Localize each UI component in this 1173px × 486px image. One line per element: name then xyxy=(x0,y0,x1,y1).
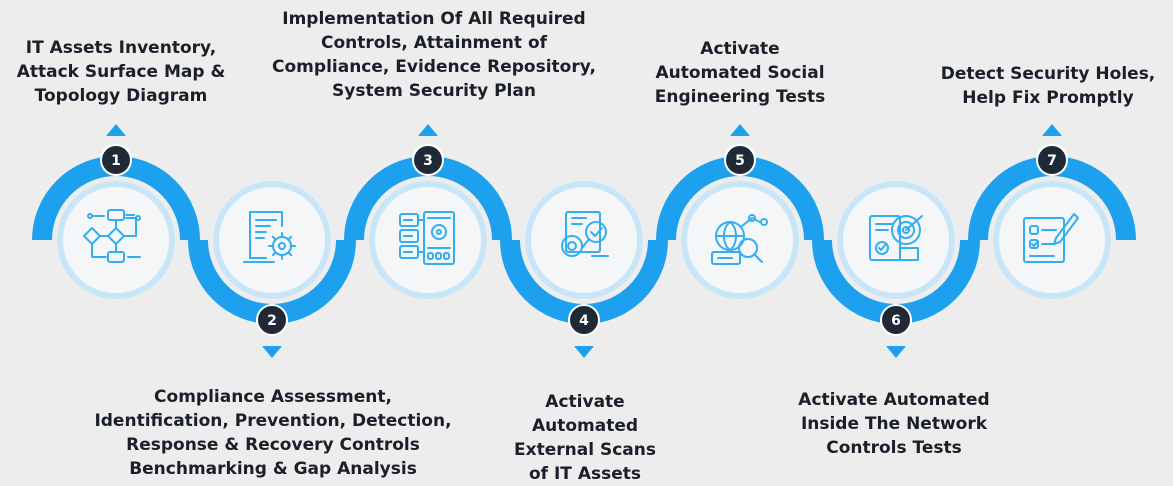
step-disc xyxy=(687,187,793,293)
step-number: 3 xyxy=(423,153,433,169)
step-disc xyxy=(999,187,1105,293)
report-target-icon xyxy=(869,215,923,261)
caption-line: Help Fix Promptly xyxy=(962,88,1134,108)
caption-line: Implementation Of All Required xyxy=(282,9,586,29)
step-number: 2 xyxy=(267,313,277,329)
pointer-triangle xyxy=(418,124,438,136)
document-gear-icon xyxy=(243,211,296,263)
caption-line: External Scans xyxy=(514,440,656,460)
pointer-triangle xyxy=(730,124,750,136)
step-badge xyxy=(568,304,600,336)
caption-step-2: Compliance Assessment, Identification, P… xyxy=(93,385,453,481)
step-rings xyxy=(32,156,1136,324)
caption-line: Benchmarking & Gap Analysis xyxy=(129,459,417,479)
step-badge xyxy=(412,144,444,176)
step-number: 6 xyxy=(891,313,901,329)
step-badge xyxy=(724,144,756,176)
caption-line: Attack Surface Map & xyxy=(16,62,226,82)
caption-line: Activate xyxy=(700,39,780,59)
caption-step-4: Activate Automated External Scans of IT … xyxy=(500,390,670,486)
step-number: 5 xyxy=(735,153,745,169)
scan-gear-magnifier-icon xyxy=(561,211,609,257)
step-number: 7 xyxy=(1047,153,1057,169)
pointer-triangle xyxy=(886,346,906,358)
pointer-triangle xyxy=(106,124,126,136)
caption-line: Activate xyxy=(545,392,625,412)
flowchart-icon xyxy=(83,209,141,263)
step-number: 4 xyxy=(579,313,589,329)
caption-line: Automated xyxy=(531,416,639,436)
step-number: 1 xyxy=(111,153,121,169)
caption-line: Controls Tests xyxy=(826,438,962,458)
network-globe-search-icon xyxy=(711,214,768,265)
caption-step-7: Detect Security Holes, Help Fix Promptly xyxy=(930,62,1166,110)
pointer-triangle xyxy=(1042,124,1062,136)
caption-line: Compliance, Evidence Repository, xyxy=(272,57,596,77)
caption-line: Inside The Network xyxy=(800,414,988,434)
step-badge xyxy=(1036,144,1068,176)
step-disc xyxy=(375,187,481,293)
caption-line: Identification, Prevention, Detection, xyxy=(94,411,452,431)
step-badge xyxy=(880,304,912,336)
caption-line: of IT Assets xyxy=(528,464,641,484)
step-icons xyxy=(83,209,1079,265)
caption-step-6: Activate Automated Inside The Network Co… xyxy=(776,388,1012,460)
checklist-pencil-icon xyxy=(1023,213,1079,263)
pointer-triangle xyxy=(262,346,282,358)
step-markers: 1 2 3 4 5 6 7 xyxy=(100,124,1068,358)
caption-step-5: Activate Automated Social Engineering Te… xyxy=(650,37,830,109)
step-disc xyxy=(219,187,325,293)
caption-line: Controls, Attainment of xyxy=(320,33,548,53)
caption-step-3: Implementation Of All Required Controls,… xyxy=(266,7,602,103)
caption-line: Detect Security Holes, xyxy=(940,64,1156,84)
caption-step-1: IT Assets Inventory, Attack Surface Map … xyxy=(11,36,231,108)
server-controls-icon xyxy=(399,211,455,265)
step-disc xyxy=(63,187,169,293)
caption-line: Topology Diagram xyxy=(34,86,208,106)
caption-line: Compliance Assessment, xyxy=(154,387,392,407)
caption-line: Response & Recovery Controls xyxy=(126,435,420,455)
caption-line: Automated Social xyxy=(655,63,825,83)
step-badge xyxy=(256,304,288,336)
step-badge xyxy=(100,144,132,176)
caption-line: System Security Plan xyxy=(332,81,536,101)
step-disc xyxy=(531,187,637,293)
caption-line: Activate Automated xyxy=(798,390,990,410)
caption-line: IT Assets Inventory, xyxy=(25,38,217,58)
pointer-triangle xyxy=(574,346,594,358)
caption-line: Engineering Tests xyxy=(654,87,826,107)
